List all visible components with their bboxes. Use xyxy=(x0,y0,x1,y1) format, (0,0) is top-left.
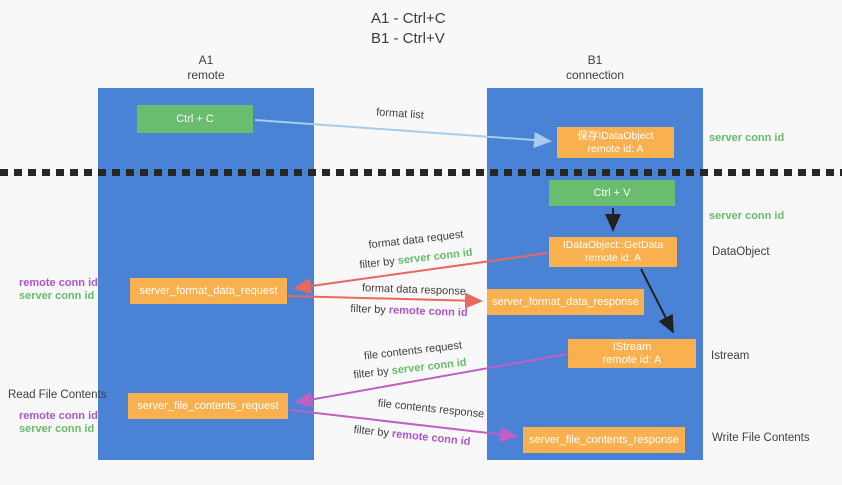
node-server-format-data-response: server_format_data_response xyxy=(487,289,644,315)
node-ctrl-v: Ctrl + V xyxy=(549,180,675,206)
node-save-dataobject-title: 保存IDataObject xyxy=(577,129,654,142)
label-server-conn-id-right-top: server conn id xyxy=(709,132,785,144)
node-ctrl-c: Ctrl + C xyxy=(137,105,253,133)
remote-conn-id-keyword: remote conn id xyxy=(391,427,471,449)
server-conn-id-keyword: server conn id xyxy=(397,246,474,268)
label-write-file-contents: Write File Contents xyxy=(712,432,810,444)
dotted-separator-line xyxy=(0,169,842,176)
label-server-conn-id-left-bottom: server conn id xyxy=(19,423,95,435)
title-line-2: B1 - Ctrl+V xyxy=(371,30,445,47)
node-idataobject-getdata: IDataObject::GetData remote id: A xyxy=(549,237,677,267)
filter-by-text: filter by xyxy=(353,423,390,440)
node-getdata-subtitle: remote id: A xyxy=(584,252,642,264)
node-file-response-label: server_file_contents_response xyxy=(529,433,679,446)
node-getdata-title: IDataObject::GetData xyxy=(562,239,664,251)
node-server-format-data-request: server_format_data_request xyxy=(130,278,287,304)
node-format-response-label: server_format_data_response xyxy=(492,295,639,308)
node-ctrl-c-label: Ctrl + C xyxy=(176,112,214,125)
node-server-file-contents-request: server_file_contents_request xyxy=(128,393,288,419)
lifeline-header-a1: A1 remote xyxy=(187,53,224,83)
label-dataobject: DataObject xyxy=(712,246,770,258)
diagram-title: A1 - Ctrl+C B1 - Ctrl+V xyxy=(371,9,446,49)
label-file-contents-response: file contents response xyxy=(377,397,485,421)
label-server-conn-id-left-top: server conn id xyxy=(19,290,95,302)
label-format-list: format list xyxy=(375,106,425,122)
lifeline-header-b1: B1 connection xyxy=(566,53,624,83)
label-istream: Istream xyxy=(711,350,750,362)
filter-by-text: filter by xyxy=(358,255,396,272)
remote-conn-id-keyword: remote conn id xyxy=(388,304,468,320)
lifeline-a1-role: remote xyxy=(187,68,225,82)
node-server-file-contents-response: server_file_contents_response xyxy=(523,427,685,453)
node-istream-title: IStream xyxy=(612,340,652,353)
label-remote-conn-id-left-bottom: remote conn id xyxy=(19,410,98,422)
label-filter-by-remote-conn-id-1: filter by remote conn id xyxy=(350,303,468,319)
node-file-request-label: server_file_contents_request xyxy=(137,399,279,412)
filter-by-text: filter by xyxy=(350,302,387,317)
server-conn-id-keyword: server conn id xyxy=(391,356,468,378)
node-ctrl-v-label: Ctrl + V xyxy=(593,186,631,199)
lifeline-a1-name: A1 xyxy=(198,53,214,67)
filter-by-text: filter by xyxy=(352,365,390,382)
node-save-dataobject-subtitle: remote id: A xyxy=(587,142,644,155)
title-line-1: A1 - Ctrl+C xyxy=(371,10,446,27)
lifeline-b1-role: connection xyxy=(565,68,625,82)
node-save-dataobject: 保存IDataObject remote id: A xyxy=(557,127,674,158)
node-format-request-label: server_format_data_request xyxy=(139,284,278,297)
label-format-data-request: format data request xyxy=(367,228,465,252)
lifeline-b1-name: B1 xyxy=(587,53,603,67)
node-istream-subtitle: remote id: A xyxy=(602,353,662,366)
label-read-file-contents: Read File Contents xyxy=(8,389,107,401)
node-istream: IStream remote id: A xyxy=(568,339,696,368)
label-remote-conn-id-left-top: remote conn id xyxy=(19,277,98,289)
label-server-conn-id-right-mid: server conn id xyxy=(709,210,785,222)
label-filter-by-remote-conn-id-2: filter by remote conn id xyxy=(353,424,471,448)
label-format-data-response: format data response xyxy=(361,282,467,298)
